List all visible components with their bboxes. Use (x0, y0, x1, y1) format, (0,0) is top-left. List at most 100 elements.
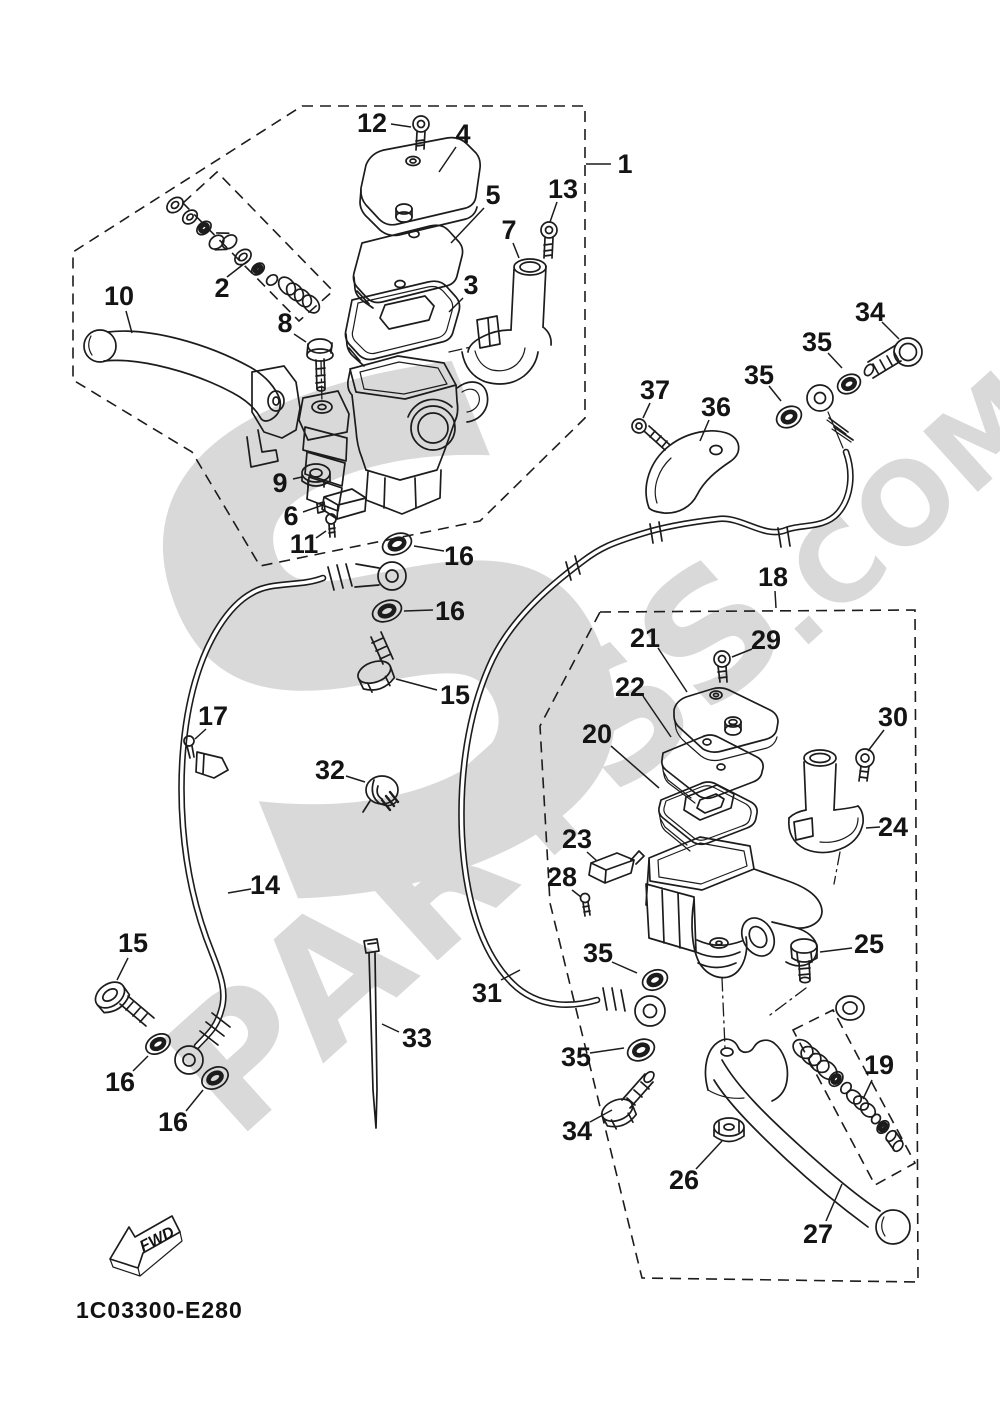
callout-16: 16 (158, 1107, 188, 1137)
pivot-nut-9 (301, 463, 331, 488)
sealing-washer-16-c (145, 1033, 171, 1055)
banjo-bolt-34-lower (601, 1070, 655, 1130)
callout-35: 35 (583, 938, 613, 968)
leader-line-30 (867, 729, 885, 752)
callout-15: 15 (440, 680, 470, 710)
rear-master-cylinder-assembly (579, 650, 911, 1245)
piston-kit-19-outline (791, 1008, 917, 1187)
leader-line-37 (642, 402, 651, 419)
callout-37: 37 (640, 375, 670, 405)
callout-13: 13 (548, 174, 578, 204)
reservoir-cover-4 (359, 136, 482, 237)
clamp-screw-13 (540, 221, 558, 259)
leader-line-19 (862, 1079, 873, 1100)
callout-1: 1 (617, 149, 632, 179)
callout-33: 33 (402, 1023, 432, 1053)
leader-line-35 (589, 1047, 625, 1054)
leader-line-11 (315, 530, 327, 539)
callout-30: 30 (878, 702, 908, 732)
lever-pivot-bolt-8 (306, 338, 334, 405)
hose-31-upper-banjo (806, 384, 854, 449)
pivot-bolt-25 (790, 938, 818, 984)
banjo-bolt-15-upper (357, 631, 396, 693)
leader-line-34 (589, 1109, 613, 1123)
callout-35: 35 (802, 327, 832, 357)
leader-line-2 (226, 259, 250, 278)
brake-lever-10 (83, 329, 301, 468)
leader-line-35 (768, 385, 782, 402)
callout-31: 31 (472, 978, 502, 1008)
leader-line-31 (500, 969, 521, 981)
bracket-screw-37 (631, 418, 671, 451)
callout-24: 24 (878, 812, 908, 842)
callout-14: 14 (250, 870, 280, 900)
leader-line-8 (293, 333, 307, 343)
leader-line-28 (571, 889, 582, 898)
leader-line-35 (611, 961, 638, 974)
leader-lines (116, 123, 900, 1222)
leader-line-3 (448, 297, 464, 313)
sealing-washer-16-a (381, 532, 413, 556)
callout-6: 6 (283, 501, 298, 531)
callout-2: 2 (214, 273, 229, 303)
callout-16: 16 (444, 541, 474, 571)
piston-kit-2-outline (181, 170, 335, 323)
callout-11: 11 (290, 529, 319, 559)
rear-master-cylinder-body (645, 836, 865, 1049)
leader-line-20 (610, 745, 660, 789)
leader-line-15 (395, 678, 438, 691)
leader-line-22 (642, 695, 672, 738)
assembly-1-outline (72, 105, 586, 567)
assembly-18-outline (539, 609, 919, 1283)
callout-36: 36 (701, 392, 731, 422)
piston-kit-19 (792, 1038, 904, 1153)
leader-line-12 (390, 123, 412, 128)
artwork: FWD (83, 115, 923, 1277)
callout-25: 25 (854, 929, 884, 959)
hose-clamp-marks (565, 521, 791, 581)
hose-clamp-17 (183, 735, 229, 779)
leader-line-10 (125, 310, 133, 334)
leader-line-32 (345, 775, 366, 783)
reservoir-cap-21 (673, 687, 779, 762)
callout-27: 27 (803, 1219, 833, 1249)
kit-end-cylinder (885, 1129, 904, 1153)
callout-35: 35 (561, 1042, 591, 1072)
piston-kit-2 (166, 196, 321, 314)
fwd-label: FWD (137, 1224, 178, 1256)
leader-line-6 (302, 504, 324, 513)
callout-34: 34 (562, 1116, 592, 1146)
leader-line-26 (695, 1140, 723, 1170)
leader-line-16 (185, 1089, 204, 1112)
leader-line-36 (699, 419, 710, 442)
leader-line-7 (512, 242, 520, 259)
hose-31-lower-banjo (602, 987, 666, 1027)
wire-clip-32 (362, 775, 400, 813)
sealing-washer-35-d (626, 1038, 656, 1062)
callout-32: 32 (315, 755, 345, 785)
switch-screw-11 (325, 513, 337, 538)
callout-3: 3 (463, 270, 478, 300)
leader-line-35 (827, 352, 843, 369)
lever-nut-26 (713, 1117, 745, 1143)
handlebar-clamp-7 (448, 258, 552, 385)
clamp-screw-30 (855, 748, 875, 782)
callout-8: 8 (277, 308, 292, 338)
fwd-arrow-icon: FWD (109, 1215, 183, 1277)
leader-line-23 (586, 851, 598, 862)
callout-16: 16 (105, 1067, 135, 1097)
sealing-washer-16-d (201, 1066, 229, 1090)
callout-23: 23 (562, 824, 592, 854)
block-screw-28 (579, 892, 591, 917)
leader-line-29 (731, 648, 753, 658)
leader-line-27 (825, 1183, 843, 1222)
leader-line-17 (194, 728, 207, 740)
piston-spring (277, 276, 321, 314)
banjo-bolt-15-lower (94, 981, 155, 1027)
switch-block-6 (316, 488, 367, 520)
leader-line-25 (819, 947, 853, 953)
reservoir-plate-5 (352, 224, 464, 309)
brake-hoses-group (94, 337, 923, 1129)
